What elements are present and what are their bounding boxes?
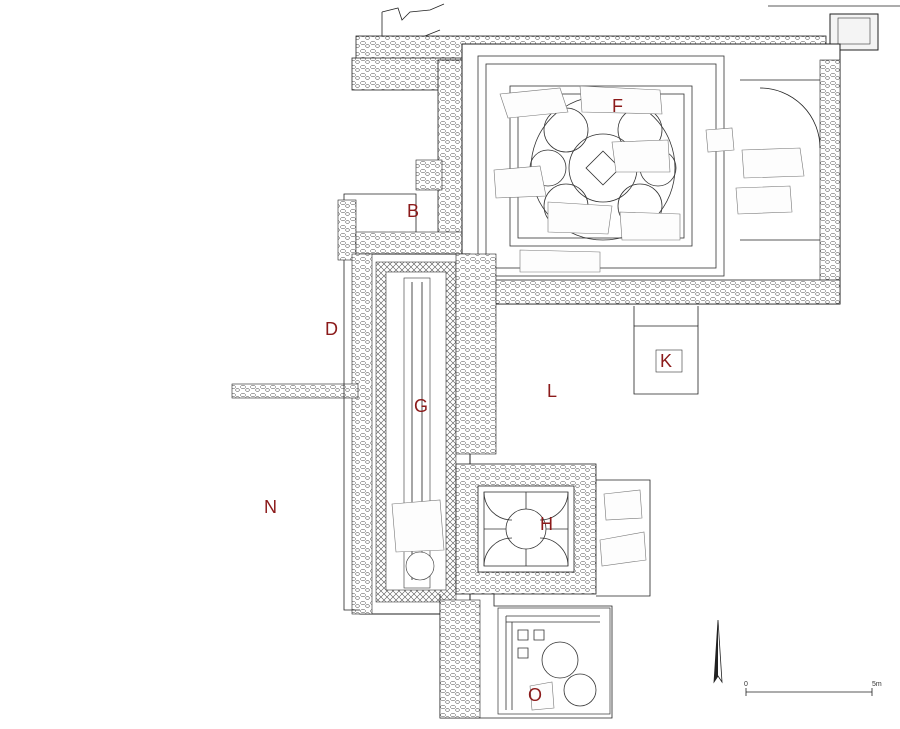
room-label-K: K xyxy=(660,351,672,371)
room-label-B: B xyxy=(407,201,419,221)
room-label-O: O xyxy=(528,685,542,705)
scale-start-label: 0 xyxy=(744,681,748,688)
room-label-F: F xyxy=(612,96,623,116)
room-D-outline xyxy=(343,260,360,611)
room-label-N: N xyxy=(264,497,277,517)
room-label-H: H xyxy=(540,514,553,534)
room-G-area xyxy=(351,253,497,615)
room-label-D: D xyxy=(325,319,338,339)
scale-end-label: 5m xyxy=(872,681,882,688)
room-label-G: G xyxy=(414,396,428,416)
wall-west-of-F xyxy=(415,59,465,261)
room-H-area xyxy=(455,463,651,597)
north-arrow-icon xyxy=(713,619,723,684)
room-O-area xyxy=(439,594,613,719)
room-F-area xyxy=(461,43,841,305)
scale-bar: 0 5m xyxy=(744,681,882,696)
room-B-area xyxy=(337,193,467,261)
room-label-L: L xyxy=(547,381,557,401)
room-K-area xyxy=(633,306,699,395)
north-fragment-wall xyxy=(381,3,900,39)
west-spur-wall xyxy=(231,383,359,399)
